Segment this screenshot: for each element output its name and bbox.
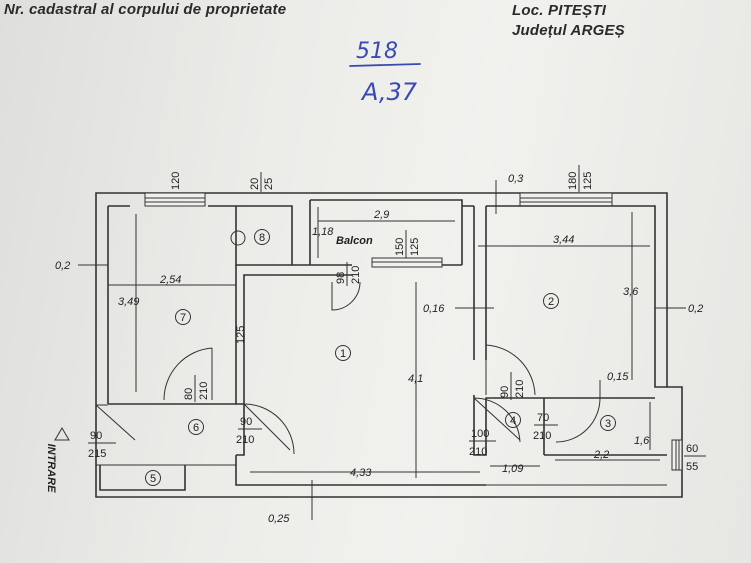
dim-room2-length: 3,6: [623, 286, 639, 298]
opening-fractions: 120 20 25 180 125 150 125 98 210 80 210 …: [88, 165, 706, 473]
entry-bottom: 215: [88, 448, 106, 460]
dimension-lines: [78, 180, 686, 520]
door-room3-swing: [555, 397, 601, 443]
dim-wall-right: 0,2: [688, 303, 703, 315]
window-room3: [671, 439, 683, 471]
room-4-number: 4: [510, 415, 516, 427]
balcony-label: Balcon: [336, 235, 373, 247]
room-6-number: 6: [193, 422, 199, 434]
entry-top: 90: [90, 430, 102, 442]
balc-door-bottom: 210: [350, 266, 362, 284]
dim-room7-width: 2,54: [159, 274, 181, 286]
dim-balcony-width: 2,9: [373, 209, 389, 221]
entrance-marker: INTRARE: [45, 427, 70, 494]
balc-win-bottom: 125: [409, 238, 421, 256]
door4-top: 100: [471, 428, 489, 440]
win7-width: 120: [170, 172, 182, 190]
room-5-number: 5: [150, 473, 156, 485]
dim-room2-width: 3,44: [553, 234, 574, 246]
door7-top: 80: [183, 388, 195, 400]
room-3-number: 3: [605, 418, 611, 430]
door-swings: [95, 281, 601, 455]
room-numbers: 1 2 3 4 5 6 7 8: [145, 229, 616, 486]
dim-partition: 0,16: [423, 303, 445, 315]
door-balcony-swing: [331, 281, 361, 311]
dim-wall-125: 125: [235, 326, 247, 344]
room-2-number: 2: [548, 296, 554, 308]
dim-room7-length: 3,49: [118, 296, 139, 308]
dim-room3-wall: 0,15: [607, 371, 629, 383]
door3-top: 70: [537, 412, 549, 424]
locality-label: Loc. PITEȘTI: [512, 2, 607, 19]
dim-room1-length: 4,1: [408, 373, 423, 385]
dim-hall-width: 1,09: [502, 463, 523, 475]
win2-bottom: 125: [582, 172, 594, 190]
door-room4-swing: [473, 397, 521, 443]
dim-room3-width: 2,2: [593, 449, 609, 461]
dim-balcony-depth: 1,18: [312, 226, 334, 238]
room-7-number: 7: [180, 312, 186, 324]
door4-bottom: 210: [469, 446, 487, 458]
win8-bottom: 25: [263, 178, 275, 190]
door6-bottom: 210: [236, 434, 254, 446]
handwritten-fraction-line: [349, 63, 421, 67]
county-label: Județul ARGEȘ: [512, 22, 625, 39]
win3-top: 60: [686, 443, 698, 455]
dimension-values: 2,54 3,49 0,2 2,9 1,18 3,44 3,6 0,2 0,3 …: [55, 173, 703, 525]
balc-win-top: 150: [394, 238, 406, 256]
handwritten-bottom: A,37: [360, 78, 418, 106]
handwritten-note: 518 A,37: [349, 39, 421, 106]
balc-door-top: 98: [335, 272, 347, 284]
outer-walls: [95, 192, 683, 498]
entry-door-swing: [95, 404, 136, 441]
door6-top: 90: [240, 416, 252, 428]
door7-bottom: 210: [198, 382, 210, 400]
door-room2-swing: [485, 344, 536, 396]
room-8-number: 8: [259, 232, 265, 244]
win8-top: 20: [249, 178, 261, 190]
dim-room1-width: 4,33: [350, 467, 372, 479]
dim-wall-bottom: 0,25: [268, 513, 290, 525]
win3-bottom: 55: [686, 461, 698, 473]
door-room6-swing: [243, 403, 295, 455]
dim-wall-top: 0,3: [508, 173, 524, 185]
door2-top: 90: [499, 386, 511, 398]
balcony: [292, 199, 474, 268]
door2-bottom: 210: [514, 380, 526, 398]
entrance-label: INTRARE: [45, 444, 57, 494]
door3-bottom: 210: [533, 430, 551, 442]
win2-top: 180: [567, 172, 579, 190]
handwritten-top: 518: [356, 39, 398, 64]
inner-walls: [96, 205, 667, 491]
dim-wall-left: 0,2: [55, 260, 70, 272]
dim-room3-length: 1,6: [634, 435, 650, 447]
window-room7: [144, 192, 206, 207]
window-room2: [519, 192, 613, 207]
cadastral-number-label: Nr. cadastral al corpului de proprietate: [4, 1, 287, 18]
door-room7-swing: [163, 347, 213, 401]
room-1-number: 1: [340, 348, 346, 360]
